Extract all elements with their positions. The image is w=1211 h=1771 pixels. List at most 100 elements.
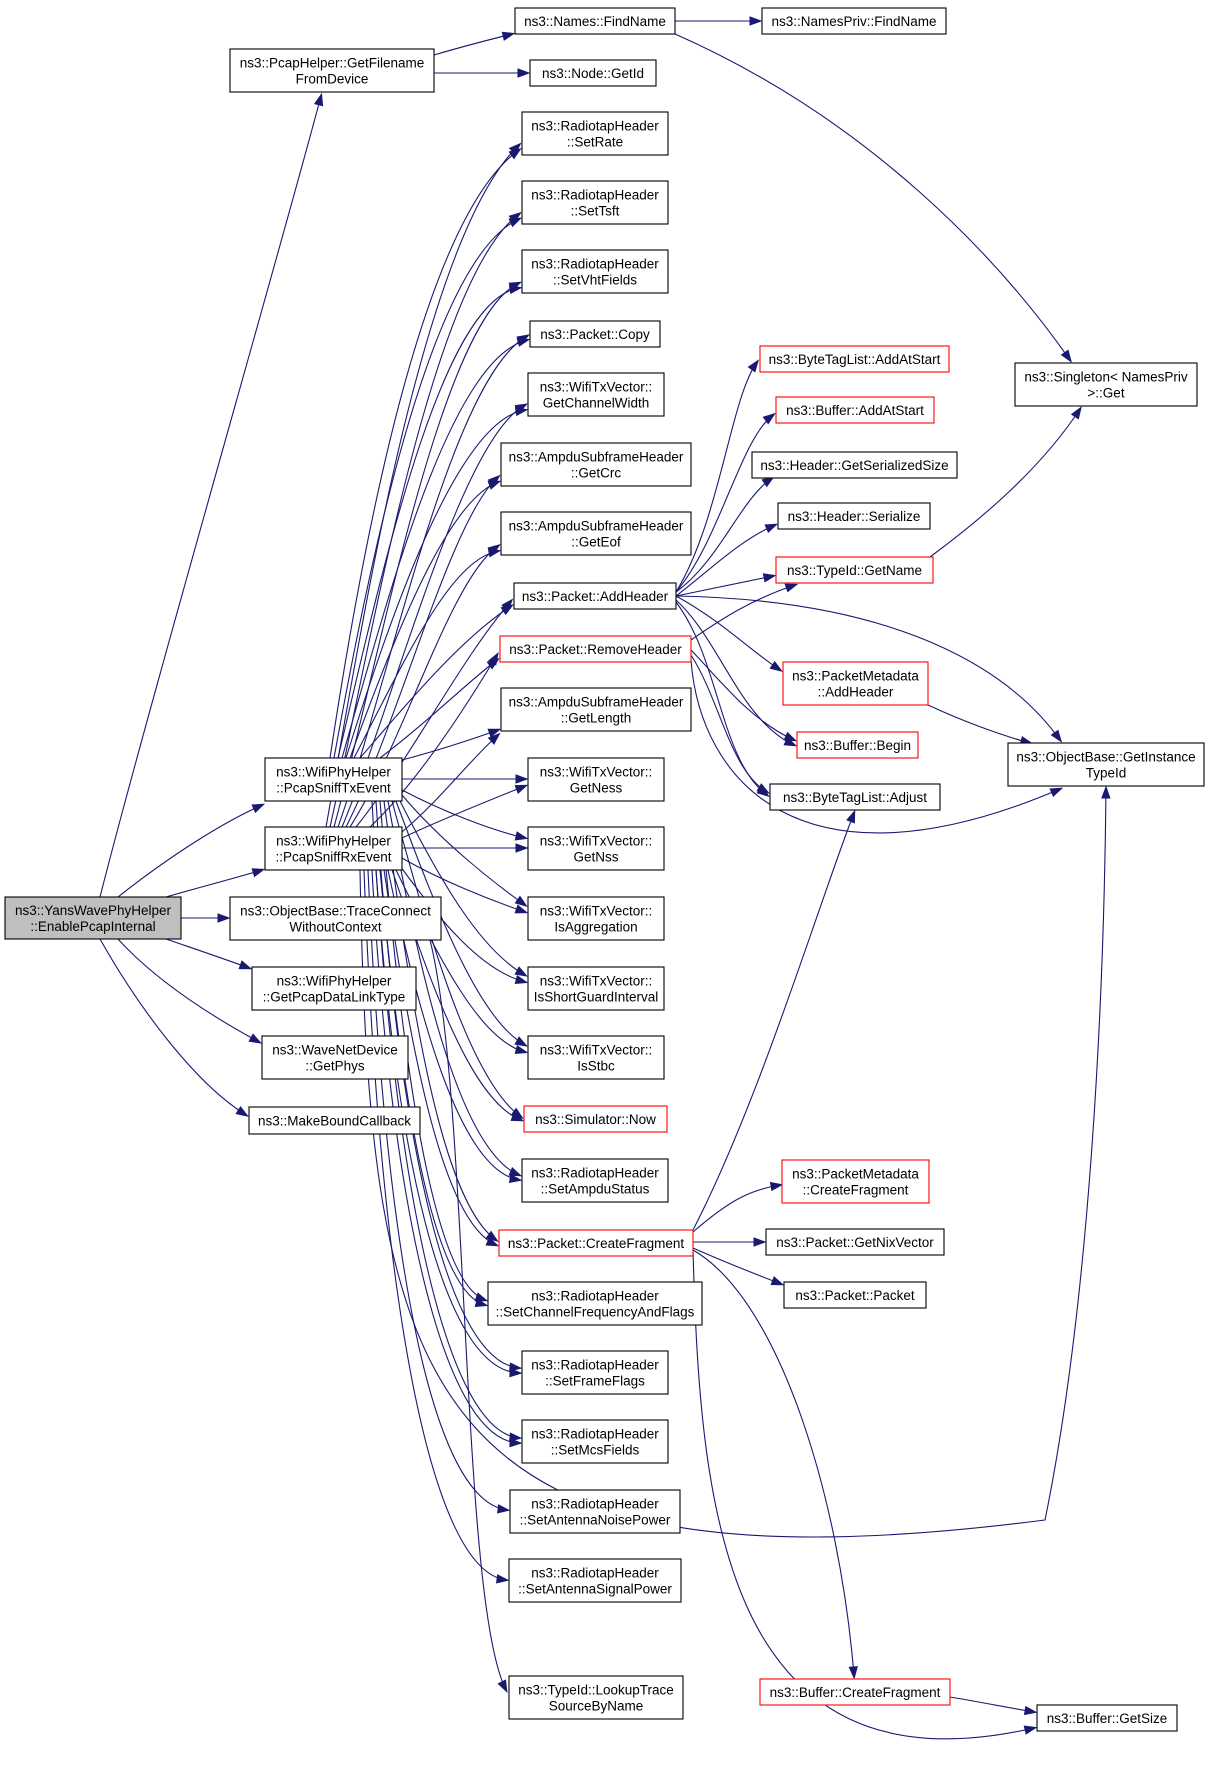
node-pmaddheader[interactable]: ns3::PacketMetadata::AddHeader <box>782 661 929 706</box>
node-pktcopy[interactable]: ns3::Packet::Copy <box>529 320 661 348</box>
arrowhead-rx-to-createfrag <box>485 1236 500 1247</box>
node-label: ns3::RadiotapHeader <box>531 188 659 203</box>
node-bufaddstart[interactable]: ns3::Buffer::AddAtStart <box>775 396 935 424</box>
node-hdrserialize[interactable]: ns3::Header::Serialize <box>777 502 931 530</box>
arrowhead-rx-to-setrate <box>508 142 522 155</box>
node-label: ns3::Packet::AddHeader <box>522 589 669 604</box>
arrowhead-findname-to-singleton <box>1060 349 1072 363</box>
edge-tx-to-getcrc <box>349 481 499 759</box>
node-box <box>261 1035 409 1080</box>
node-singleton[interactable]: ns3::Singleton< NamesPriv >::Get <box>1014 362 1198 407</box>
node-getnss[interactable]: ns3::WifiTxVector::GetNss <box>527 826 665 871</box>
edge-rx-to-setrate <box>325 144 520 828</box>
arrowhead-rx-to-setvht <box>508 281 523 292</box>
node-getcrc[interactable]: ns3::AmpduSubframeHeader::GetCrc <box>500 442 692 487</box>
arrowhead-traceconnect-to-lookuptrace <box>497 1679 508 1694</box>
node-getid[interactable]: ns3::Node::GetId <box>529 59 657 87</box>
node-setrate[interactable]: ns3::RadiotapHeader::SetRate <box>521 111 669 156</box>
node-createfrag[interactable]: ns3::Packet::CreateFragment <box>498 1229 694 1257</box>
node-findname[interactable]: ns3::Names::FindName <box>514 7 676 35</box>
arrowhead-createfrag-to-bufgetsize <box>1023 1725 1038 1735</box>
edge-tx-to-pktcopy <box>341 339 528 759</box>
arrowhead-addheader-to-pmaddheader <box>769 660 783 672</box>
node-isstbc[interactable]: ns3::WifiTxVector::IsStbc <box>527 1035 665 1080</box>
edge-tx-to-simnow <box>391 800 522 1118</box>
arrowhead-rx-to-getnss <box>515 843 529 853</box>
node-label: ns3::WifiTxVector:: <box>540 904 653 919</box>
arrowhead-getfilename-to-findname <box>501 31 516 41</box>
node-label: ns3::WifiPhyHelper <box>276 765 391 780</box>
node-box <box>521 1158 669 1203</box>
node-simnow[interactable]: ns3::Simulator::Now <box>523 1105 668 1133</box>
node-settsft[interactable]: ns3::RadiotapHeader::SetTsft <box>521 180 669 225</box>
arrowhead-tx-to-getnss <box>514 831 529 841</box>
node-setantsignal[interactable]: ns3::RadiotapHeader::SetAntennaSignalPow… <box>508 1558 682 1603</box>
node-getpcapdlt[interactable]: ns3::WifiPhyHelper::GetPcapDataLinkType <box>251 966 417 1011</box>
arrowhead-root-to-pcapsnifftx <box>251 803 266 814</box>
node-bufgetsize[interactable]: ns3::Buffer::GetSize <box>1036 1704 1178 1732</box>
node-pmcreatefrag[interactable]: ns3::PacketMetadata::CreateFragment <box>781 1159 930 1204</box>
node-bytetagadjust[interactable]: ns3::ByteTagList::Adjust <box>769 783 941 811</box>
edge-rx-to-getinstancetypeid <box>359 788 1107 1538</box>
edge-root-to-getphys <box>117 938 260 1043</box>
node-box <box>527 896 665 941</box>
edge-root-to-pcapsnifftx <box>117 804 263 898</box>
node-geteof[interactable]: ns3::AmpduSubframeHeader::GetEof <box>500 511 692 556</box>
node-label: ns3::NamesPriv::FindName <box>771 14 936 29</box>
node-traceconnect[interactable]: ns3::ObjectBase::TraceConnectWithoutCont… <box>229 896 442 941</box>
node-isshortgi[interactable]: ns3::WifiTxVector::IsShortGuardInterval <box>527 966 665 1011</box>
node-label: ns3::TypeId::LookupTrace <box>518 1683 674 1698</box>
node-label: ns3::Node::GetId <box>542 66 644 81</box>
node-pktpacket[interactable]: ns3::Packet::Packet <box>783 1281 927 1309</box>
arrowhead-rx-to-getinstancetypeid <box>1101 785 1111 799</box>
node-setchanfreq[interactable]: ns3::RadiotapHeader::SetChannelFrequency… <box>487 1281 703 1326</box>
node-box <box>4 896 182 940</box>
node-box <box>500 511 692 556</box>
node-box <box>782 661 929 706</box>
node-getnixvector[interactable]: ns3::Packet::GetNixVector <box>765 1228 945 1256</box>
node-bytetagaddstart[interactable]: ns3::ByteTagList::AddAtStart <box>759 345 950 373</box>
node-label: ::GetCrc <box>571 466 622 481</box>
node-label: ::PcapSniffTxEvent <box>276 781 391 796</box>
call-nodes: ns3::YansWavePhyHelper::EnablePcapIntern… <box>4 7 1205 1732</box>
edge-rx-to-setantnoise <box>367 869 508 1511</box>
node-addheader[interactable]: ns3::Packet::AddHeader <box>513 582 677 610</box>
node-typeidname[interactable]: ns3::TypeId::GetName <box>775 556 934 584</box>
node-setantnoise[interactable]: ns3::RadiotapHeader::SetAntennaNoisePowe… <box>509 1489 681 1534</box>
arrowhead-tx-to-isstbc <box>514 1036 528 1047</box>
node-removeheader[interactable]: ns3::Packet::RemoveHeader <box>499 635 692 663</box>
arrowhead-rx-to-isshortgi <box>514 974 529 985</box>
node-getness[interactable]: ns3::WifiTxVector::GetNess <box>527 757 665 802</box>
edge-removeheader-to-typeidname <box>690 584 796 641</box>
node-pcapsnifftx[interactable]: ns3::WifiPhyHelper::PcapSniffTxEvent <box>264 757 403 802</box>
node-getphys[interactable]: ns3::WaveNetDevice::GetPhys <box>261 1035 409 1080</box>
node-setmcs[interactable]: ns3::RadiotapHeader::SetMcsFields <box>521 1419 669 1464</box>
node-root[interactable]: ns3::YansWavePhyHelper::EnablePcapIntern… <box>4 896 182 940</box>
node-setampdu[interactable]: ns3::RadiotapHeader::SetAmpduStatus <box>521 1158 669 1203</box>
node-getlength[interactable]: ns3::AmpduSubframeHeader::GetLength <box>500 687 692 732</box>
node-label: ns3::WifiTxVector:: <box>540 1043 653 1058</box>
arrowhead-root-to-getphys <box>248 1033 263 1044</box>
node-getsersize[interactable]: ns3::Header::GetSerializedSize <box>751 451 958 479</box>
node-label: ns3::Packet::Packet <box>795 1288 915 1303</box>
node-label: ::PcapSniffRxEvent <box>275 850 391 865</box>
edge-removeheader-to-bufbegin <box>690 649 795 741</box>
arrowhead-rx-to-getcrc <box>487 474 501 487</box>
node-getchanwidth[interactable]: ns3::WifiTxVector::GetChannelWidth <box>527 372 665 417</box>
node-isagg[interactable]: ns3::WifiTxVector::IsAggregation <box>527 896 665 941</box>
node-label: ::SetMcsFields <box>551 1443 640 1458</box>
node-label: GetNess <box>570 781 623 796</box>
node-namespriv[interactable]: ns3::NamesPriv::FindName <box>761 7 947 35</box>
node-setvht[interactable]: ns3::RadiotapHeader::SetVhtFields <box>521 249 669 294</box>
node-makebound[interactable]: ns3::MakeBoundCallback <box>248 1106 421 1135</box>
node-label: TypeId <box>1086 766 1127 781</box>
node-bufbegin[interactable]: ns3::Buffer::Begin <box>796 731 919 759</box>
node-bufcreatefrag[interactable]: ns3::Buffer::CreateFragment <box>759 1678 951 1706</box>
node-setframeflags[interactable]: ns3::RadiotapHeader::SetFrameFlags <box>521 1350 669 1395</box>
node-pcapsniffrx[interactable]: ns3::WifiPhyHelper::PcapSniffRxEvent <box>264 826 403 871</box>
node-box <box>1007 742 1205 787</box>
node-box <box>508 1675 684 1720</box>
